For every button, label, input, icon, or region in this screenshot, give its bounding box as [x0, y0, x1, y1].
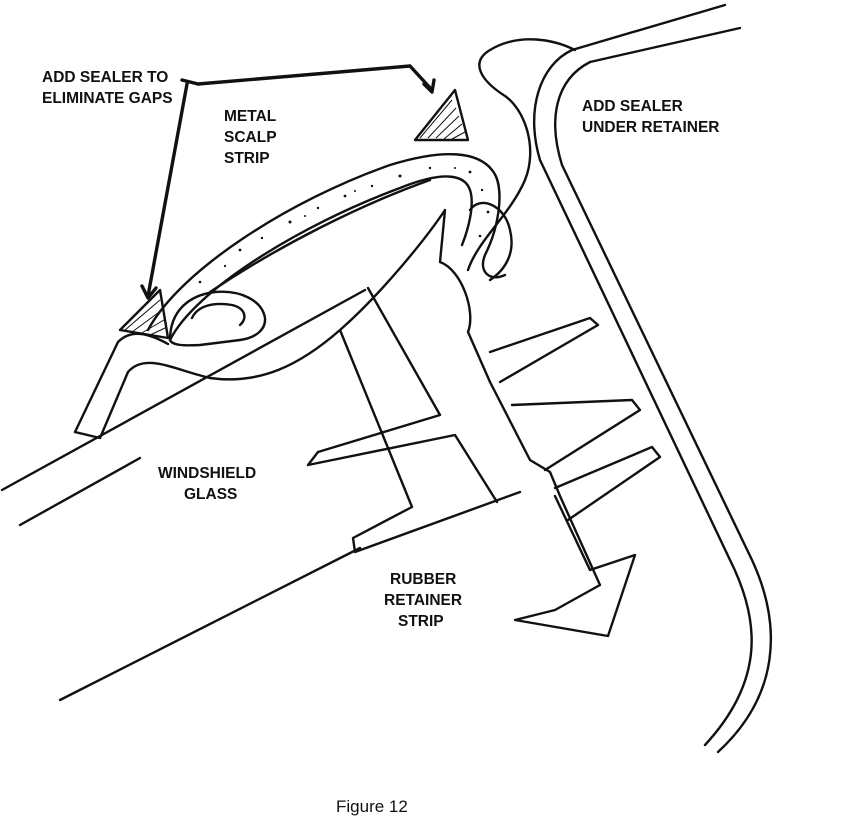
sealer-fillet-right	[413, 88, 470, 142]
label-metal-scalp-strip-1: METAL	[224, 108, 276, 125]
figure-caption: Figure 12	[336, 797, 408, 816]
label-sealer-under-retainer-2: UNDER RETAINER	[582, 119, 720, 136]
sealer-leader-lines	[140, 64, 436, 300]
label-rubber-retainer-strip-2: RETAINER	[384, 592, 462, 609]
label-windshield-glass-1: WINDSHIELD	[158, 465, 256, 482]
label-add-sealer-gaps-1: ADD SEALER TO	[42, 69, 168, 86]
label-metal-scalp-strip-2: SCALP	[224, 129, 277, 146]
body-panel	[532, 3, 772, 754]
label-add-sealer-gaps-2: ELIMINATE GAPS	[42, 90, 173, 107]
label-rubber-retainer-strip-1: RUBBER	[390, 571, 456, 588]
label-sealer-under-retainer-1: ADD SEALER	[582, 98, 683, 115]
label-metal-scalp-strip-3: STRIP	[224, 150, 270, 167]
sealer-fillet-left	[118, 288, 170, 340]
label-windshield-glass-2: GLASS	[184, 486, 237, 503]
label-rubber-retainer-strip-3: STRIP	[398, 613, 444, 630]
windshield-glass	[0, 288, 367, 702]
sealer-stipple	[198, 166, 490, 284]
metal-scalp-strip	[146, 152, 507, 347]
